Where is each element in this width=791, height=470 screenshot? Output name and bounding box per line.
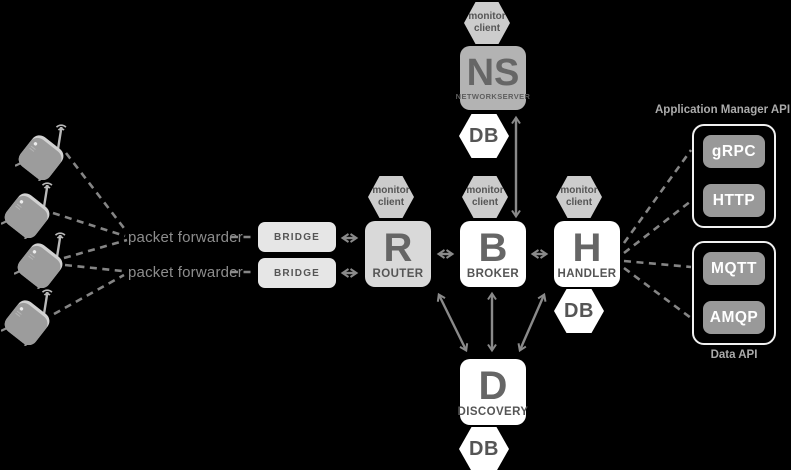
monitor-client-badge-handler: monitor client (556, 176, 602, 218)
data-api-group: MQTT AMQP (692, 241, 776, 345)
application-manager-api-group: gRPC HTTP (692, 124, 776, 228)
db-text: DB (469, 124, 499, 147)
gateway-icon (14, 231, 68, 289)
gateway-uplink-lines (52, 152, 256, 316)
monitor-client-text: client (473, 23, 501, 34)
grpc-endpoint: gRPC (703, 135, 765, 168)
bridge-node: BRIDGE (258, 258, 336, 288)
monitor-client-text: monitor (560, 185, 598, 197)
gateway-icon (1, 181, 55, 239)
node-handler: H HANDLER (554, 221, 620, 287)
data-api-title: Data API (710, 349, 758, 361)
router-label: ROUTER (372, 267, 424, 280)
db-badge-discovery: DB (459, 427, 509, 470)
discovery-label: DISCOVERY (457, 405, 529, 418)
application-manager-api-title: Application Manager API (655, 104, 791, 116)
node-router: R ROUTER (365, 221, 431, 287)
router-initial: R (383, 225, 413, 270)
gateway-icon (15, 123, 69, 181)
http-endpoint: HTTP (703, 184, 765, 217)
monitor-client-text: client (377, 197, 405, 208)
gateway-icon (1, 288, 55, 346)
node-networkserver: NS NETWORKSERVER (456, 46, 530, 110)
monitor-client-text: monitor (468, 11, 506, 23)
amqp-endpoint: AMQP (703, 301, 765, 334)
monitor-client-text: client (565, 197, 593, 208)
node-broker: B BROKER (460, 221, 526, 287)
handler-initial: H (572, 225, 602, 270)
monitor-client-text: client (471, 197, 499, 208)
broker-initial: B (478, 225, 508, 270)
monitor-client-text: monitor (466, 185, 504, 197)
networkserver-initial: NS (466, 51, 520, 94)
bidirectional-arrows (340, 115, 549, 353)
packet-forwarder-label: packet forwarder (128, 264, 243, 281)
packet-forwarder-label: packet forwarder (128, 229, 243, 246)
monitor-client-text: monitor (372, 185, 410, 197)
discovery-initial: D (478, 363, 508, 408)
handler-label: HANDLER (557, 267, 617, 280)
db-badge-networkserver: DB (459, 114, 509, 158)
broker-label: BROKER (466, 267, 520, 280)
db-text: DB (469, 437, 499, 460)
handler-api-lines (622, 149, 693, 320)
networkserver-label: NETWORKSERVER (455, 92, 531, 102)
node-discovery: D DISCOVERY (457, 359, 529, 425)
mqtt-endpoint: MQTT (703, 252, 765, 285)
bridge-node: BRIDGE (258, 222, 336, 252)
db-text: DB (564, 299, 594, 322)
